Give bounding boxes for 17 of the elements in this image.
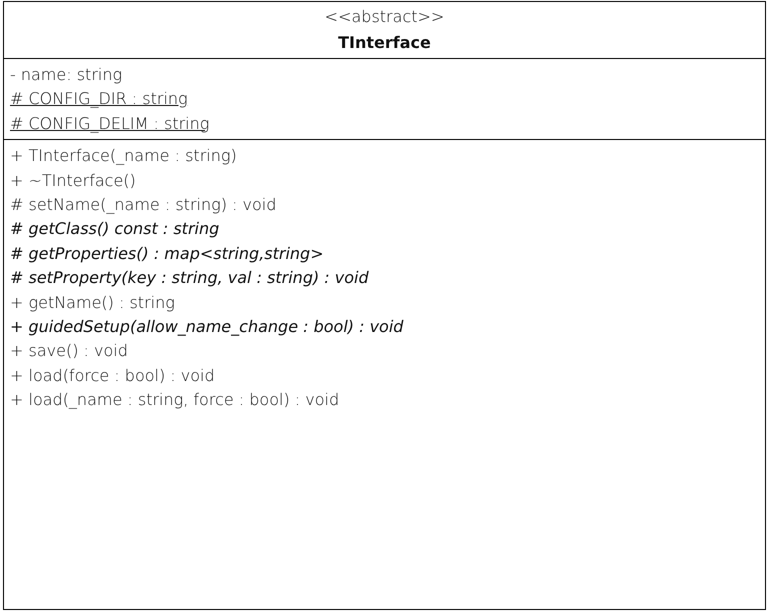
stereotype-text: <<abstract>>	[324, 6, 444, 28]
method-text: # getClass() const : string	[10, 218, 220, 240]
method-text: # setName(_name : string) : void	[10, 194, 276, 216]
method-text: + ~TInterface()	[10, 170, 136, 192]
attribute-text: - name: string	[10, 64, 122, 86]
method-text: + guidedSetup(allow_name_change : bool) : void	[10, 316, 404, 338]
attribute-text: # CONFIG_DIR : string	[10, 88, 188, 110]
class-box	[3, 1, 766, 610]
class-name: TInterface	[338, 32, 431, 54]
method-text: + load(_name : string, force : bool) : void	[10, 389, 340, 412]
attribute-text: # CONFIG_DELIM : string	[10, 112, 210, 135]
method-text: # setProperty(key : string, val : string) : void	[10, 267, 369, 290]
method-text: # getProperties() : map<string,string>	[10, 242, 324, 265]
method-text: + TInterface(_name : string)	[10, 145, 237, 168]
method-text: + getName() : string	[10, 292, 175, 314]
method-text: + save() : void	[10, 340, 128, 362]
method-text: + load(force : bool) : void	[10, 364, 215, 387]
